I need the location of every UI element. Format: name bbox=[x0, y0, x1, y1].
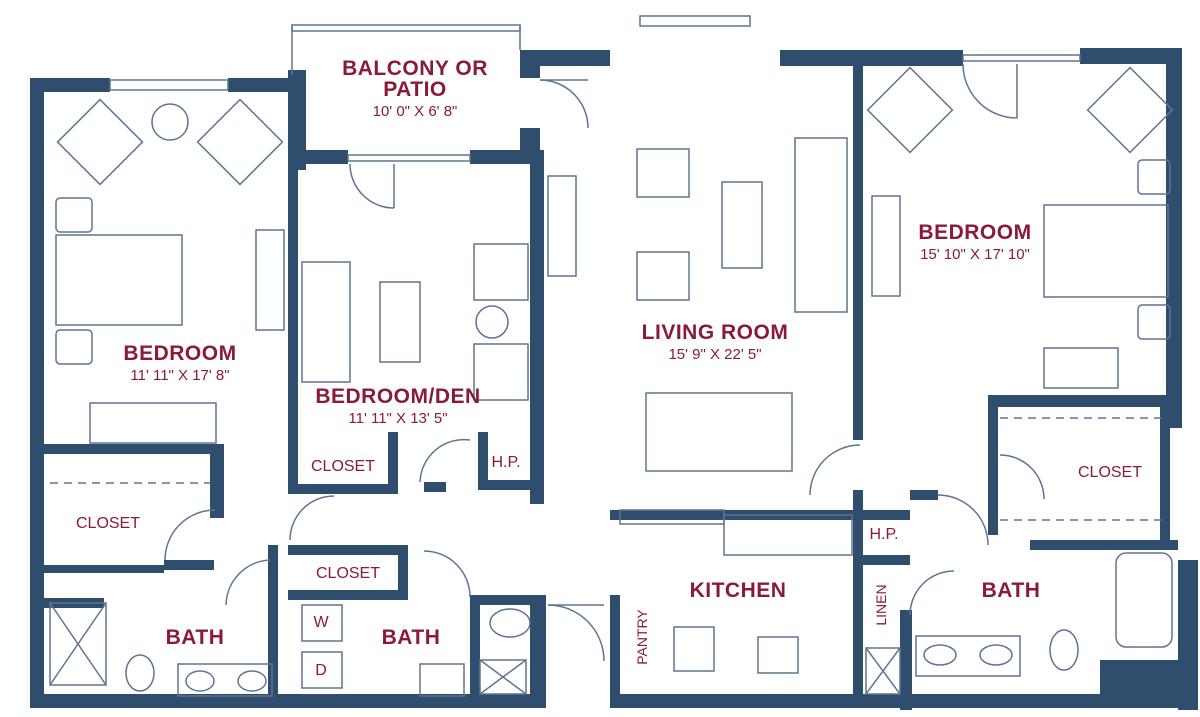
linen-label: LINEN bbox=[873, 584, 889, 626]
balcony-label: BALCONY OR PATIO 10' 0" X 6' 8" bbox=[315, 58, 515, 119]
closet-middle-label: CLOSET bbox=[315, 565, 380, 582]
hp-den-label: H.P. bbox=[491, 454, 521, 471]
dryer-label: D bbox=[315, 662, 327, 679]
bath-left-label: BATH bbox=[165, 626, 225, 649]
bedroom-left-name: BEDROOM bbox=[123, 342, 237, 365]
bedroom-left-label: BEDROOM 11' 11" X 17' 8" bbox=[90, 343, 270, 383]
closet-left-label: CLOSET bbox=[75, 515, 140, 532]
bedroom-den-name: BEDROOM/DEN bbox=[315, 385, 481, 408]
balcony-name-line1: BALCONY OR bbox=[342, 57, 488, 80]
closet-den-label: CLOSET bbox=[310, 458, 375, 475]
living-room-name: LIVING ROOM bbox=[641, 321, 789, 344]
balcony-dimensions: 10' 0" X 6' 8" bbox=[372, 103, 458, 120]
bedroom-right-dimensions: 15' 10" X 17' 10" bbox=[920, 246, 1030, 263]
bedroom-den-label: BEDROOM/DEN 11' 11" X 13' 5" bbox=[298, 386, 498, 426]
bath-right-label: BATH bbox=[981, 579, 1041, 602]
bedroom-right-name: BEDROOM bbox=[918, 221, 1032, 244]
bedroom-den-dimensions: 11' 11" X 13' 5" bbox=[348, 410, 448, 427]
living-room-label: LIVING ROOM 15' 9" X 22' 5" bbox=[600, 322, 830, 362]
fixtures bbox=[49, 15, 1174, 697]
hp-right-label: H.P. bbox=[869, 526, 899, 543]
closet-right-label: CLOSET bbox=[1077, 464, 1142, 481]
bath-middle-label: BATH bbox=[381, 626, 441, 649]
pantry-label: PANTRY bbox=[634, 609, 650, 665]
bedroom-left-dimensions: 11' 11" X 17' 8" bbox=[130, 367, 230, 384]
bedroom-right-label: BEDROOM 15' 10" X 17' 10" bbox=[880, 222, 1070, 262]
kitchen-label: KITCHEN bbox=[689, 579, 787, 602]
living-room-dimensions: 15' 9" X 22' 5" bbox=[668, 346, 762, 363]
washer-label: W bbox=[313, 614, 329, 631]
balcony-name-line2: PATIO bbox=[383, 78, 447, 101]
